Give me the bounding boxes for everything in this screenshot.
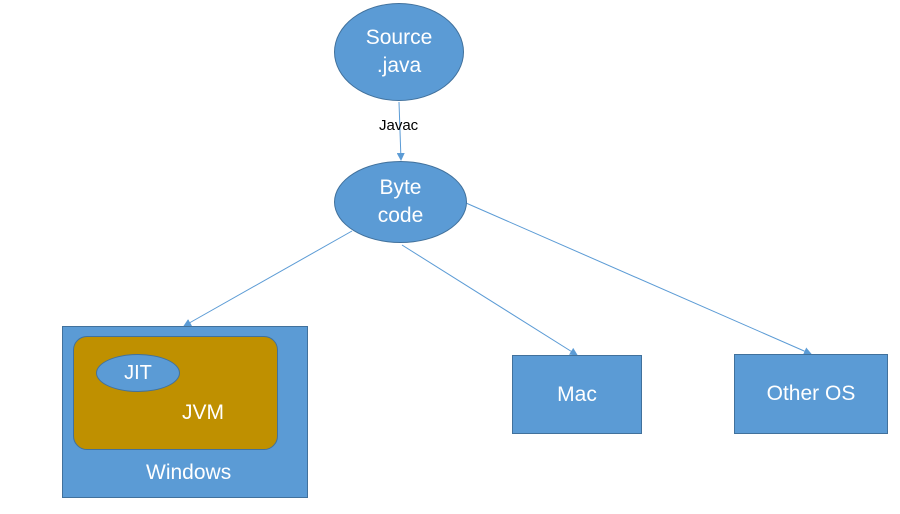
other-os-label: Other OS: [766, 382, 856, 405]
mac-node: Mac: [512, 355, 642, 434]
windows-node: JIT JVM Windows: [62, 326, 308, 498]
windows-label: Windows: [146, 461, 232, 484]
javac-edge-label: Javac: [379, 117, 419, 134]
jvm-label: JVM: [182, 401, 224, 424]
mac-label: Mac: [557, 382, 597, 406]
source-java-label: Source .java: [365, 26, 433, 77]
jit-node: JIT: [96, 354, 180, 392]
source-java-node: Source .java: [334, 3, 464, 101]
arrow-bytecode-to-mac: [401, 244, 578, 356]
arrow-bytecode-to-windows: [183, 230, 353, 327]
bytecode-label: Byte code: [377, 176, 424, 227]
arrow-bytecode-to-other-os: [465, 202, 812, 355]
other-os-node: Other OS: [734, 354, 888, 434]
bytecode-node: Byte code: [334, 161, 467, 243]
jit-label: JIT: [124, 362, 152, 384]
arrow-source-to-bytecode: [396, 101, 405, 161]
jvm-node: JIT JVM: [73, 336, 278, 450]
